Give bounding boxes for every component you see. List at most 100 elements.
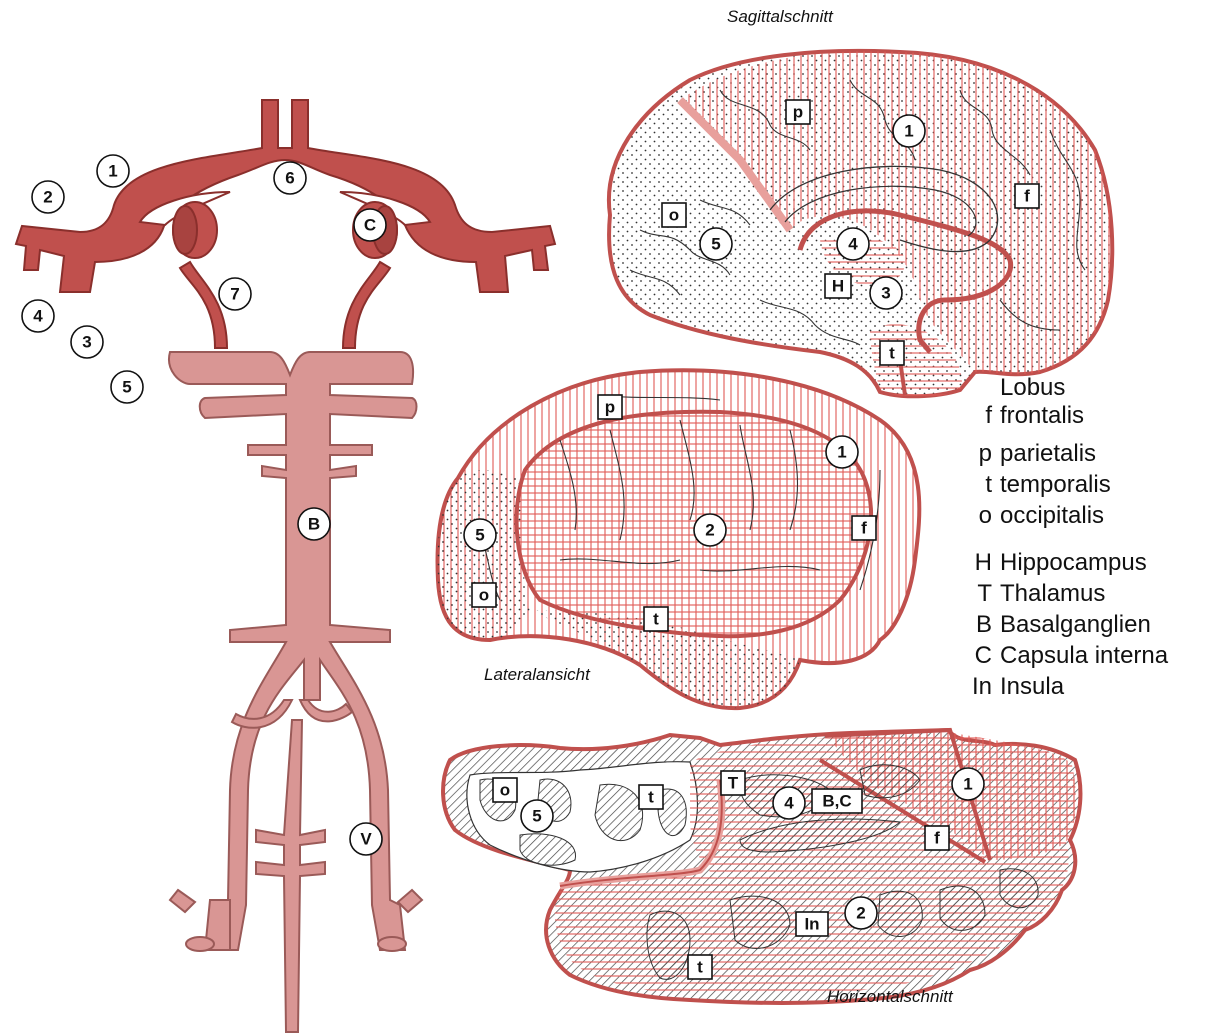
legend-struct-name-in: Insula: [1000, 673, 1065, 700]
svg-text:f: f: [861, 519, 867, 538]
sagittal-label-h: H: [825, 274, 851, 298]
lateral-insula-region: [517, 412, 871, 636]
horizontal-label-f: f: [925, 826, 949, 850]
svg-text:1: 1: [108, 162, 117, 181]
legend-struct-name-t: Thalamus: [1000, 580, 1105, 607]
legend-struct-name-h: Hippocampus: [1000, 549, 1147, 576]
horizontal-label-4: 4: [773, 787, 805, 819]
vessel-label-4: 4: [22, 300, 54, 332]
legend-lobe-name-f: frontalis: [1000, 402, 1084, 429]
vessel-label-6: 6: [274, 162, 306, 194]
horizontal-section: Horizontalschnitt o 5 t T 4 B,C 1 f 2 In: [443, 730, 1080, 1006]
svg-text:5: 5: [122, 378, 131, 397]
svg-text:o: o: [479, 586, 489, 605]
lateral-label-t: t: [644, 607, 668, 631]
svg-text:2: 2: [856, 904, 865, 923]
vessel-label-c: C: [354, 209, 386, 241]
svg-text:B,C: B,C: [822, 792, 851, 811]
horizontal-label-bc: B,C: [812, 789, 862, 813]
svg-text:2: 2: [43, 188, 52, 207]
legend-struct-abbr-in: In: [972, 673, 992, 700]
sagittal-label-p: p: [786, 100, 810, 124]
legend-struct-abbr-c: C: [975, 642, 992, 669]
vessel-label-3: 3: [71, 326, 103, 358]
svg-text:o: o: [500, 781, 510, 800]
svg-text:B: B: [308, 515, 320, 534]
lower-vessel-trunk: [169, 352, 422, 1032]
lateral-occipital-region: [438, 470, 530, 640]
svg-text:H: H: [832, 277, 844, 296]
lateral-label-1: 1: [826, 436, 858, 468]
legend-struct-name-c: Capsula interna: [1000, 642, 1169, 669]
vessel-label-7: 7: [219, 278, 251, 310]
lateral-label-o: o: [472, 583, 496, 607]
horizontal-label-t-upper: t: [639, 785, 663, 809]
svg-text:In: In: [804, 915, 819, 934]
vessel-label-2: 2: [32, 181, 64, 213]
sagittal-label-t: t: [880, 341, 904, 365]
sagittal-section: Sagittalschnitt p 1: [609, 7, 1112, 397]
horizontal-label-t-lower: t: [688, 955, 712, 979]
svg-text:t: t: [889, 344, 895, 363]
svg-text:p: p: [605, 398, 615, 417]
lateral-label-5: 5: [464, 519, 496, 551]
lateral-caption: Lateralansicht: [484, 665, 591, 684]
horizontal-label-1: 1: [952, 768, 984, 800]
svg-text:3: 3: [881, 284, 890, 303]
legend-heading: Lobus: [1000, 374, 1065, 401]
lateral-label-f: f: [852, 516, 876, 540]
svg-text:6: 6: [285, 169, 294, 188]
legend: Lobus f frontalis p parietalis t tempora…: [972, 374, 1169, 700]
sagittal-label-1: 1: [893, 115, 925, 147]
sagittal-label-5: 5: [700, 228, 732, 260]
lateral-label-p: p: [598, 395, 622, 419]
horizontal-label-2: 2: [845, 897, 877, 929]
horizontal-label-insula: In: [796, 912, 828, 936]
svg-text:f: f: [934, 829, 940, 848]
sagittal-label-o: o: [662, 203, 686, 227]
horizontal-caption: Horizontalschnitt: [827, 987, 954, 1006]
svg-text:1: 1: [837, 443, 846, 462]
vessel-label-b: B: [298, 508, 330, 540]
svg-text:f: f: [1024, 187, 1030, 206]
svg-text:t: t: [653, 610, 659, 629]
svg-text:4: 4: [33, 307, 43, 326]
vessel-label-v: V: [350, 823, 382, 855]
lateral-view: Lateralansicht p 1 5 2 f o t: [438, 370, 920, 708]
legend-struct-name-b: Basalganglien: [1000, 611, 1151, 638]
horizontal-label-5: 5: [521, 800, 553, 832]
horizontal-label-o: o: [493, 778, 517, 802]
svg-text:T: T: [728, 774, 739, 793]
svg-text:4: 4: [784, 794, 794, 813]
svg-text:2: 2: [705, 521, 714, 540]
legend-lobe-abbr-t: t: [985, 471, 992, 498]
sagittal-label-3: 3: [870, 277, 902, 309]
svg-text:o: o: [669, 206, 679, 225]
upper-vessel-arch: [16, 100, 555, 348]
legend-lobe-name-t: temporalis: [1000, 471, 1111, 498]
svg-text:t: t: [648, 788, 654, 807]
legend-struct-abbr-t: T: [977, 580, 992, 607]
svg-text:1: 1: [963, 775, 972, 794]
legend-struct-abbr-h: H: [975, 549, 992, 576]
svg-text:5: 5: [475, 526, 484, 545]
sagittal-label-f: f: [1015, 184, 1039, 208]
horizontal-label-thalamus: T: [721, 771, 745, 795]
svg-text:1: 1: [904, 122, 913, 141]
svg-text:3: 3: [82, 333, 91, 352]
sagittal-label-4: 4: [837, 228, 869, 260]
legend-struct-abbr-b: B: [976, 611, 992, 638]
vessel-label-1: 1: [97, 155, 129, 187]
legend-lobe-name-p: parietalis: [1000, 440, 1096, 467]
vessel-label-5: 5: [111, 371, 143, 403]
lateral-label-2: 2: [694, 514, 726, 546]
legend-lobe-abbr-o: o: [979, 502, 992, 529]
legend-lobe-name-o: occipitalis: [1000, 502, 1104, 529]
svg-text:5: 5: [532, 807, 541, 826]
svg-text:7: 7: [230, 285, 239, 304]
legend-lobe-abbr-f: f: [985, 402, 992, 429]
svg-text:4: 4: [848, 235, 858, 254]
svg-text:V: V: [360, 830, 372, 849]
sagittal-caption: Sagittalschnitt: [727, 7, 834, 26]
